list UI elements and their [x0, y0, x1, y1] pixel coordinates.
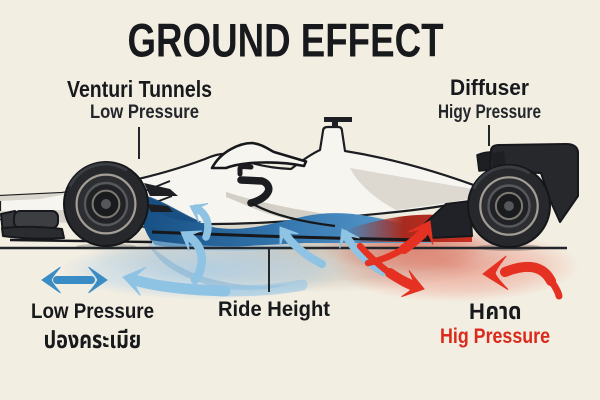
svg-text:Hig Pressure: Hig Pressure	[440, 325, 550, 348]
svg-text:Ride Height: Ride Height	[218, 297, 330, 321]
svg-text:GROUND EFFECT: GROUND EFFECT	[128, 14, 444, 67]
svg-text:Higy Pressure: Higy Pressure	[438, 102, 541, 123]
svg-text:Venturi Tunnels: Venturi Tunnels	[67, 76, 212, 102]
svg-text:Low Pressure: Low Pressure	[31, 299, 154, 323]
svg-text:Low Pressure: Low Pressure	[90, 101, 199, 123]
svg-text:H: H	[469, 299, 485, 324]
svg-text:Diffuser: Diffuser	[450, 75, 529, 100]
